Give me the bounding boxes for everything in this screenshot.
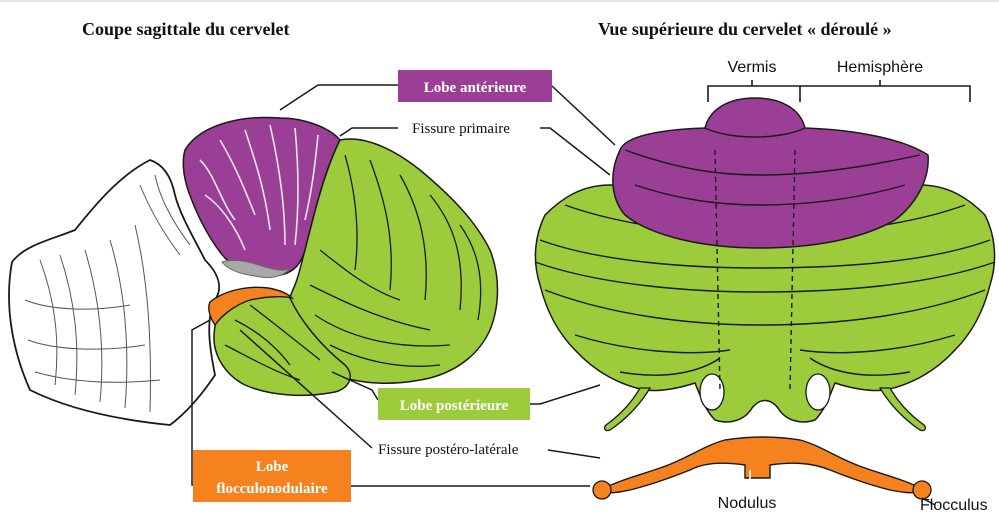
lobe-floc-label-1: Lobe (256, 459, 289, 475)
lobe-anterieur-label: Lobe antérieure (424, 80, 527, 96)
lobe-posterieur-label: Lobe postérieure (400, 398, 509, 414)
flocculus-label: Flocculus (920, 497, 988, 514)
fissure-primaire-label: Fissure primaire (412, 121, 510, 137)
flocculus-left-knob (593, 481, 611, 499)
vermis-label: Vermis (728, 59, 777, 76)
left-title: Coupe sagittale du cervelet (82, 19, 289, 39)
right-title: Vue supérieure du cervelet « déroulé » (598, 19, 892, 39)
unrolled-flocculonodular (600, 437, 925, 493)
sagittal-section (9, 85, 497, 485)
unrolled-left-tail (605, 388, 650, 431)
unrolled-anterior-lobe (613, 98, 928, 248)
hemisphere-label: Hemisphère (837, 59, 923, 76)
brainstem (9, 160, 219, 425)
unrolled-view (535, 98, 995, 499)
unrolled-right-tail (880, 388, 925, 431)
unrolled-hole-right (806, 374, 830, 410)
nodulus-label: Nodulus (718, 495, 777, 512)
lobe-floc-label-2: flocculonodulaire (216, 481, 328, 497)
fissure-postero-laterale-label: Fissure postéro-latérale (378, 442, 519, 458)
